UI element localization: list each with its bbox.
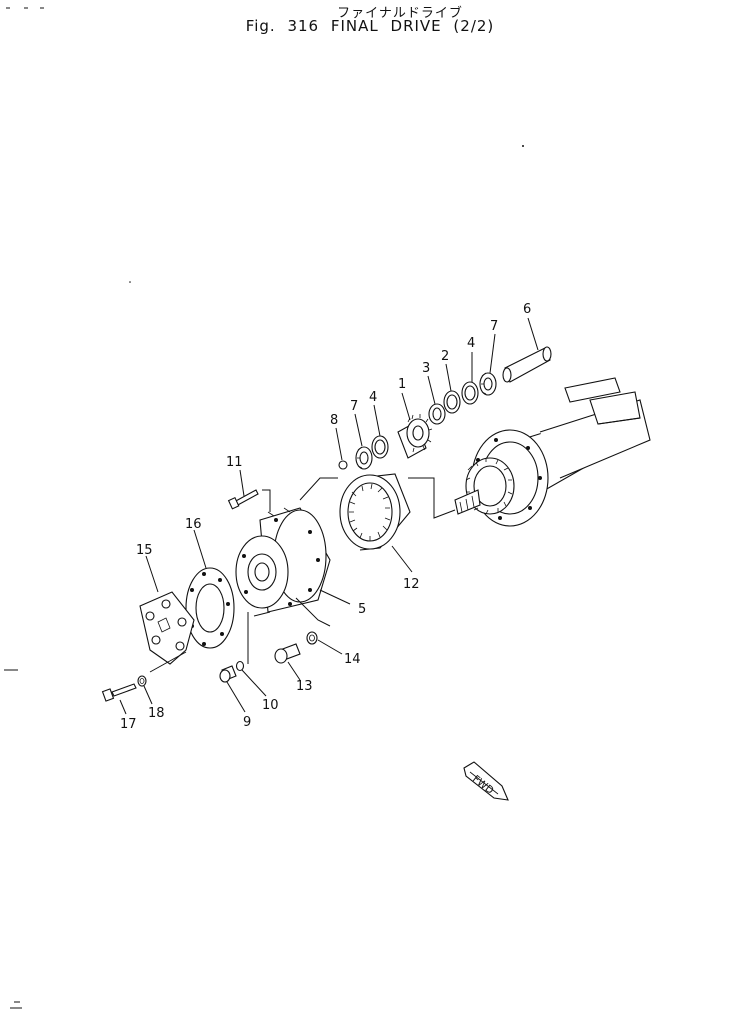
part-10-o-ring [235,660,245,672]
part-16-gasket [185,567,235,649]
callout-6: 6 [523,302,531,317]
part-4-race-left [371,435,389,459]
housing-spline-gear [454,457,515,515]
leader-lines [119,317,539,715]
callout-4-right: 4 [467,336,475,351]
callout-9: 9 [243,715,251,730]
part-5-carrier-housing [235,507,331,613]
assembly-guide-lines [149,477,456,673]
part-8-ball [338,460,348,470]
callout-17: 17 [120,717,137,732]
callout-13: 13 [296,679,313,694]
callout-15: 15 [136,543,153,558]
part-1-gear [397,414,433,459]
callout-11: 11 [226,455,243,470]
part-4-race-right [461,381,479,405]
part-6-shaft [502,346,552,383]
part-9-plug [219,665,237,683]
callout-4-left: 4 [369,390,377,405]
callout-2: 2 [441,349,449,364]
part-13-bolt [274,643,301,664]
callout-8: 8 [330,413,338,428]
part-7-bearing-right [479,372,497,396]
callout-7-right: 7 [490,319,498,334]
margin-marks [4,7,524,1009]
part-3-washer [428,403,446,425]
callout-labels: 1 2 3 4 4 5 6 7 7 8 9 10 11 12 13 14 15 … [120,302,531,732]
callout-12: 12 [403,577,420,592]
part-7-bearing-left [355,446,373,470]
fwd-direction-marker: FWD [463,761,509,801]
callout-18: 18 [148,706,165,721]
title-japanese: ファイナルドライブ [337,6,463,21]
part-15-cover [139,591,195,665]
callout-10: 10 [262,698,279,713]
part-17-bolt [101,683,137,702]
callout-3: 3 [422,361,430,376]
part-14-washer [306,631,318,645]
callout-1: 1 [398,377,406,392]
callout-7-left: 7 [350,399,358,414]
part-18-lock-washer [137,675,147,687]
part-2-spacer [443,390,461,414]
callout-14: 14 [344,652,361,667]
part-11-bolt [227,489,259,510]
part-12-ring-gear [339,473,411,551]
callout-5: 5 [358,602,366,617]
title-english: Fig. 316 FINAL DRIVE (2/2) [245,17,495,35]
callout-16: 16 [185,517,202,532]
